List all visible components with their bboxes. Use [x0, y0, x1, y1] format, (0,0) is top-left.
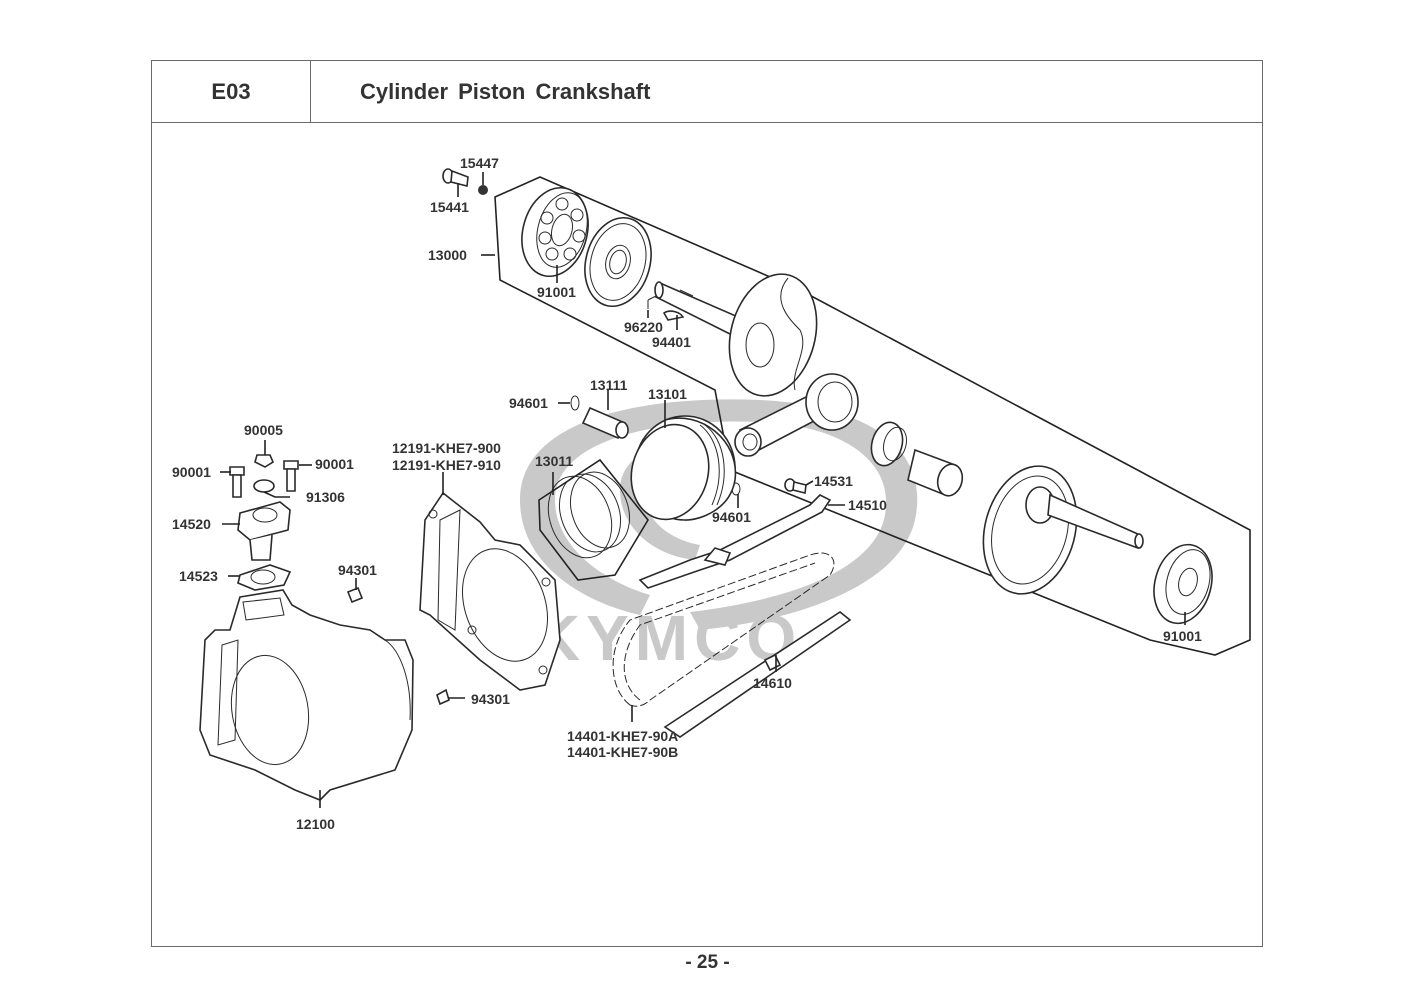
part-14523-gasket: [237, 564, 292, 591]
part-14401-cam-chain: [612, 552, 835, 707]
part-90001-bolt-right: [283, 460, 299, 492]
callout-14510: 14510: [848, 497, 887, 513]
part-14520-tensioner: [237, 501, 291, 561]
section-code: E03: [152, 61, 311, 122]
callout-14531: 14531: [814, 473, 853, 489]
part-connecting-rod: [734, 373, 859, 457]
callout-91001-left: 91001: [537, 284, 576, 300]
callout-94401: 94401: [652, 334, 691, 350]
part-crankshaft-left: [647, 273, 818, 397]
part-oil-seal: [584, 216, 652, 308]
part-91001-bearing-right: [1153, 543, 1213, 625]
callout-15441: 15441: [430, 199, 469, 215]
part-94601-clip-left: [570, 395, 580, 411]
callout-14523: 14523: [179, 568, 218, 584]
callout-90005: 90005: [244, 422, 283, 438]
page-frame: E03 Cylinder Piston Crankshaft: [151, 60, 1263, 947]
part-crankshaft-right: [982, 465, 1144, 595]
part-94301-dowel-bottom: [436, 688, 450, 706]
part-13011-piston-rings: [538, 458, 649, 581]
part-14510-chain-guide: [638, 494, 832, 589]
callout-14401-a: 14401-KHE7-90A: [567, 728, 678, 744]
callout-15447: 15447: [460, 155, 499, 171]
callout-94301-bottom: 94301: [471, 691, 510, 707]
callout-13111: 13111: [590, 377, 628, 393]
callout-13011: 13011: [535, 453, 573, 469]
leader-lines: [220, 172, 1186, 808]
callout-13000: 13000: [428, 247, 467, 263]
callout-94601-right: 94601: [712, 509, 751, 525]
watermark-text: KYMCO: [534, 602, 802, 674]
part-crankpin-bearing: [870, 421, 908, 467]
callout-14401-b: 14401-KHE7-90B: [567, 744, 678, 760]
callout-14520: 14520: [172, 516, 211, 532]
part-94301-dowel-top: [346, 586, 364, 604]
part-13111-piston-pin: [581, 406, 629, 440]
callout-94601-left: 94601: [509, 395, 548, 411]
part-90005-plug: [254, 454, 275, 468]
callout-12191-b: 12191-KHE7-910: [392, 457, 501, 473]
callout-13101: 13101: [648, 386, 687, 402]
callout-91306: 91306: [306, 489, 345, 505]
part-15441-bolt: [442, 168, 469, 187]
callout-91001-right: 91001: [1163, 628, 1202, 644]
part-12191-cylinder-gasket: [419, 491, 561, 691]
part-crankpin: [907, 448, 964, 497]
callout-12191-a: 12191-KHE7-900: [392, 440, 501, 456]
header-row: E03 Cylinder Piston Crankshaft: [152, 61, 1262, 123]
crankshaft-assembly-outline: [494, 176, 1251, 656]
callout-14610: 14610: [753, 675, 792, 691]
callout-94301-top: 94301: [338, 562, 377, 578]
part-14531-bolt: [784, 478, 807, 494]
part-91001-bearing-left: [521, 186, 589, 278]
callout-labels: 15447 15441 13000 91001 96220 94401 9460…: [172, 155, 1202, 832]
page-title: Cylinder Piston Crankshaft: [360, 78, 651, 104]
callout-90001-left: 90001: [172, 464, 211, 480]
callout-96220: 96220: [624, 319, 663, 335]
part-12100-cylinder: [199, 589, 414, 801]
page-number: - 25 -: [685, 952, 730, 973]
part-13101-piston: [630, 415, 737, 521]
part-15447-nut: [478, 185, 488, 195]
callout-90001-right: 90001: [315, 456, 354, 472]
callout-12100: 12100: [296, 816, 335, 832]
